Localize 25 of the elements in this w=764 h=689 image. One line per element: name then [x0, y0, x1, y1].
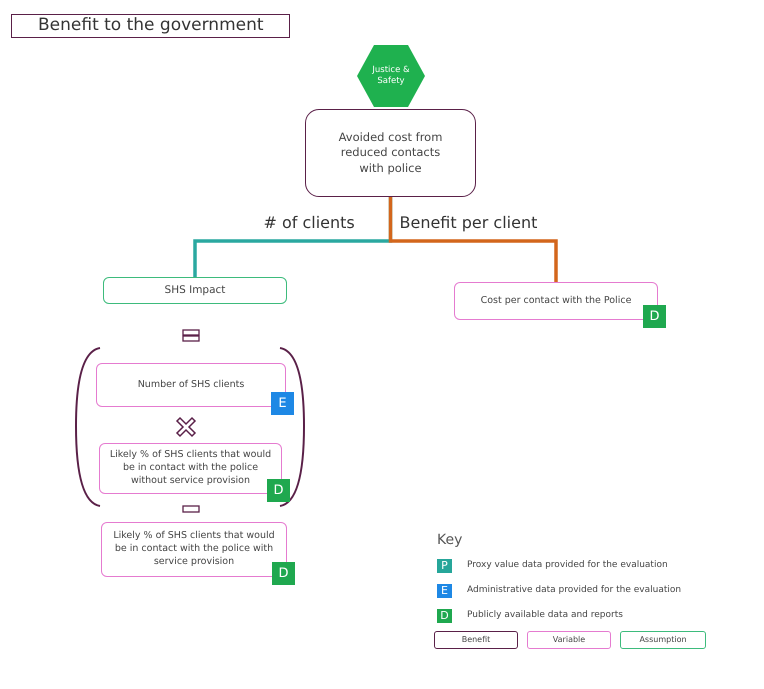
- edge-label: Benefit per client: [400, 213, 538, 232]
- node-box: [103, 277, 287, 304]
- title: Benefit to the government: [11, 14, 290, 38]
- node-box: [305, 109, 476, 197]
- node-text: Justice & Safety: [371, 64, 411, 88]
- source-badge: D: [267, 479, 290, 502]
- source-badge: E: [271, 392, 294, 415]
- legend-text: Administrative data provided for the evaluation: [467, 585, 682, 595]
- node-text: Avoided cost from reduced contacts with police: [338, 130, 444, 176]
- category-hexagon: [357, 45, 425, 107]
- legend-swatch: D: [437, 609, 452, 623]
- legend-text: Proxy value data provided for the evaluation: [467, 560, 668, 570]
- legend-sample-box: Benefit: [434, 631, 518, 649]
- source-badge: D: [643, 305, 666, 328]
- node-text: Cost per contact with the Police: [480, 294, 632, 308]
- legend-sample-box: Assumption: [620, 631, 706, 649]
- legend-sample-box: Variable: [527, 631, 611, 649]
- key-heading: Key: [437, 532, 462, 548]
- legend-text: Publicly available data and reports: [467, 610, 623, 620]
- connector-line: [388, 197, 558, 282]
- node-text: Number of SHS clients: [136, 378, 246, 392]
- legend-swatch: E: [437, 584, 452, 598]
- source-badge: D: [272, 562, 295, 585]
- legend-swatch: P: [437, 559, 452, 573]
- node-text: SHS Impact: [164, 283, 226, 298]
